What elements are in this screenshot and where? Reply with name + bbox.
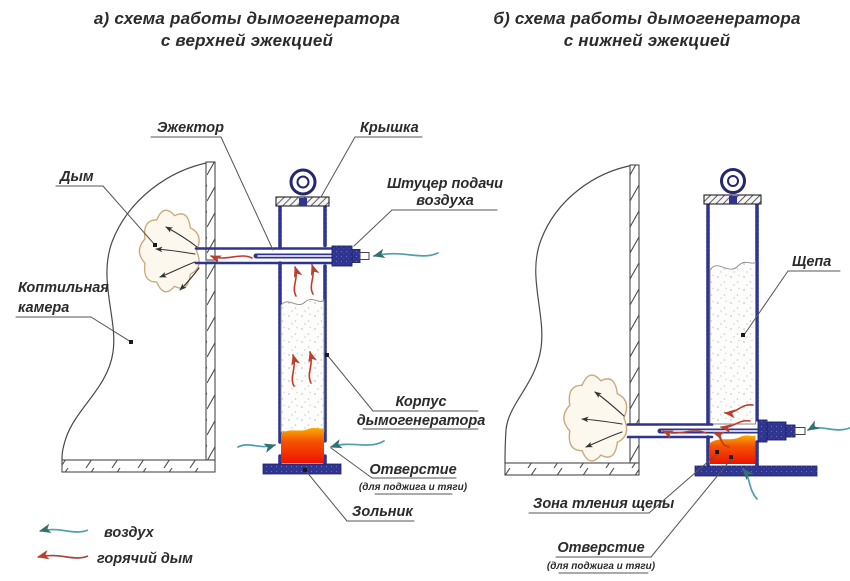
label-hole-right-text: Отверстие [557, 540, 644, 556]
ash-pan-plate [262, 463, 342, 475]
legend-hot-smoke-label: горячий дым [97, 551, 193, 567]
hot-smoke-arrow-in-tube-left [209, 255, 253, 264]
air-arrow-under-plate [742, 468, 758, 500]
burn-zone-right [710, 435, 756, 464]
legend-air-arrow [38, 523, 89, 534]
leader-smolder-zone [648, 452, 719, 514]
hot-smoke-arrows-in-chips-left [291, 350, 318, 387]
leader-hole-left [330, 447, 373, 479]
label-smoke: Дым [55, 169, 157, 247]
wood-chips-left [280, 298, 325, 433]
label-generator-body-line1: Корпус [395, 394, 446, 410]
burn-zone-left [281, 427, 324, 463]
label-chamber-line2: камера [18, 300, 69, 316]
legend-hot-smoke-arrow [36, 549, 89, 560]
air-fitting-right [757, 419, 806, 443]
label-chips-text: Щепа [792, 254, 831, 270]
lifting-ring-left [289, 168, 317, 196]
label-smoke-text: Дым [58, 169, 94, 185]
leader-lid [320, 136, 356, 198]
air-arrow-fitting-left [372, 248, 439, 259]
label-air-fitting-line2: воздуха [416, 193, 474, 209]
leader-smoke [102, 185, 156, 246]
title-right-line1: б) схема работы дымогенератора [493, 9, 800, 28]
chamber-wall-lower [205, 261, 216, 461]
leader-ash-pan [305, 470, 348, 522]
label-generator-body-line2: дымогенератора [357, 413, 486, 429]
chamber-wall-upper [205, 161, 216, 261]
label-hole-right: Отверстие (для поджига и тяги) [547, 455, 733, 574]
leader-ejector [220, 136, 274, 251]
label-ash-pan-text: Зольник [352, 504, 413, 520]
label-chamber: Коптильная камера [15, 280, 133, 344]
hot-smoke-arrows-upper-left [293, 263, 320, 297]
label-hole-left: Отверстие (для поджига и тяги) [330, 447, 468, 495]
label-chips: Щепа [741, 254, 841, 337]
leader-air-fitting [353, 209, 393, 247]
wood-chips-right [709, 260, 756, 425]
smoke-flow-arrows-right [581, 391, 625, 448]
leader-chamber [90, 316, 132, 343]
title-right-line2: с нижней эжекцией [564, 31, 731, 50]
title-left: а) схема работы дымогенератора с верхней… [94, 9, 400, 50]
chamber-wall-right-lower [629, 436, 640, 464]
lifting-ring-right [720, 168, 746, 194]
label-hole-left-note: (для поджига и тяги) [359, 482, 468, 493]
title-right: б) схема работы дымогенератора с нижней … [493, 9, 800, 50]
label-air-fitting: Штуцер подачи воздуха [353, 176, 503, 247]
baseplate-right [694, 465, 818, 477]
label-smolder-zone: Зона тления щепы [528, 450, 719, 514]
label-ash-pan: Зольник [303, 468, 415, 522]
air-fitting-left [331, 245, 370, 267]
lifting-ring-inner-left [296, 175, 310, 189]
chamber-wall-right-upper [629, 164, 640, 425]
title-left-line1: а) схема работы дымогенератора [94, 9, 400, 28]
label-hole-right-note: (для поджига и тяги) [547, 561, 656, 572]
leader-hole-right [650, 457, 733, 558]
chamber-outline-right [504, 164, 635, 464]
label-generator-body: Корпус дымогенератора [325, 353, 486, 430]
label-ejector: Эжектор [150, 120, 274, 251]
ejector-tube-left [194, 247, 345, 265]
hot-smoke-arrows-right [661, 404, 754, 448]
smoke-flow-arrows-left [155, 226, 200, 291]
chamber-floor-left [61, 459, 216, 473]
air-arrow-fitting-right [806, 420, 850, 431]
leader-chips [743, 270, 789, 336]
generator-body-walls-right [706, 201, 759, 467]
title-left-line2: с верхней эжекцией [161, 31, 334, 50]
label-lid-text: Крышка [360, 120, 419, 136]
ring-bolt-right [729, 196, 737, 204]
leader-generator-body [327, 355, 374, 412]
label-air-fitting-line1: Штуцер подачи [387, 176, 503, 192]
chamber-outline-left [61, 161, 212, 461]
chamber-floor-right [504, 462, 640, 476]
label-hole-left-text: Отверстие [369, 462, 456, 478]
legend: воздух горячий дым [36, 523, 193, 567]
right-diagram: Щепа Зона тления щепы Отверстие (для под… [504, 164, 850, 574]
lifting-ring-inner-right [727, 175, 739, 187]
label-ejector-text: Эжектор [157, 120, 224, 136]
label-smolder-zone-text: Зона тления щепы [533, 496, 675, 512]
legend-air-label: воздух [104, 525, 155, 541]
air-arrow-bottom-left-1 [237, 443, 277, 453]
ring-bolt-left [299, 198, 307, 206]
left-diagram: Эжектор Крышка Дым Штуцер подачи воздуха… [15, 120, 503, 522]
label-chamber-line1: Коптильная [18, 280, 109, 296]
smoke-cloud-right [563, 374, 628, 462]
label-lid: Крышка [320, 120, 423, 198]
air-arrow-bottom-left-2 [329, 439, 385, 449]
